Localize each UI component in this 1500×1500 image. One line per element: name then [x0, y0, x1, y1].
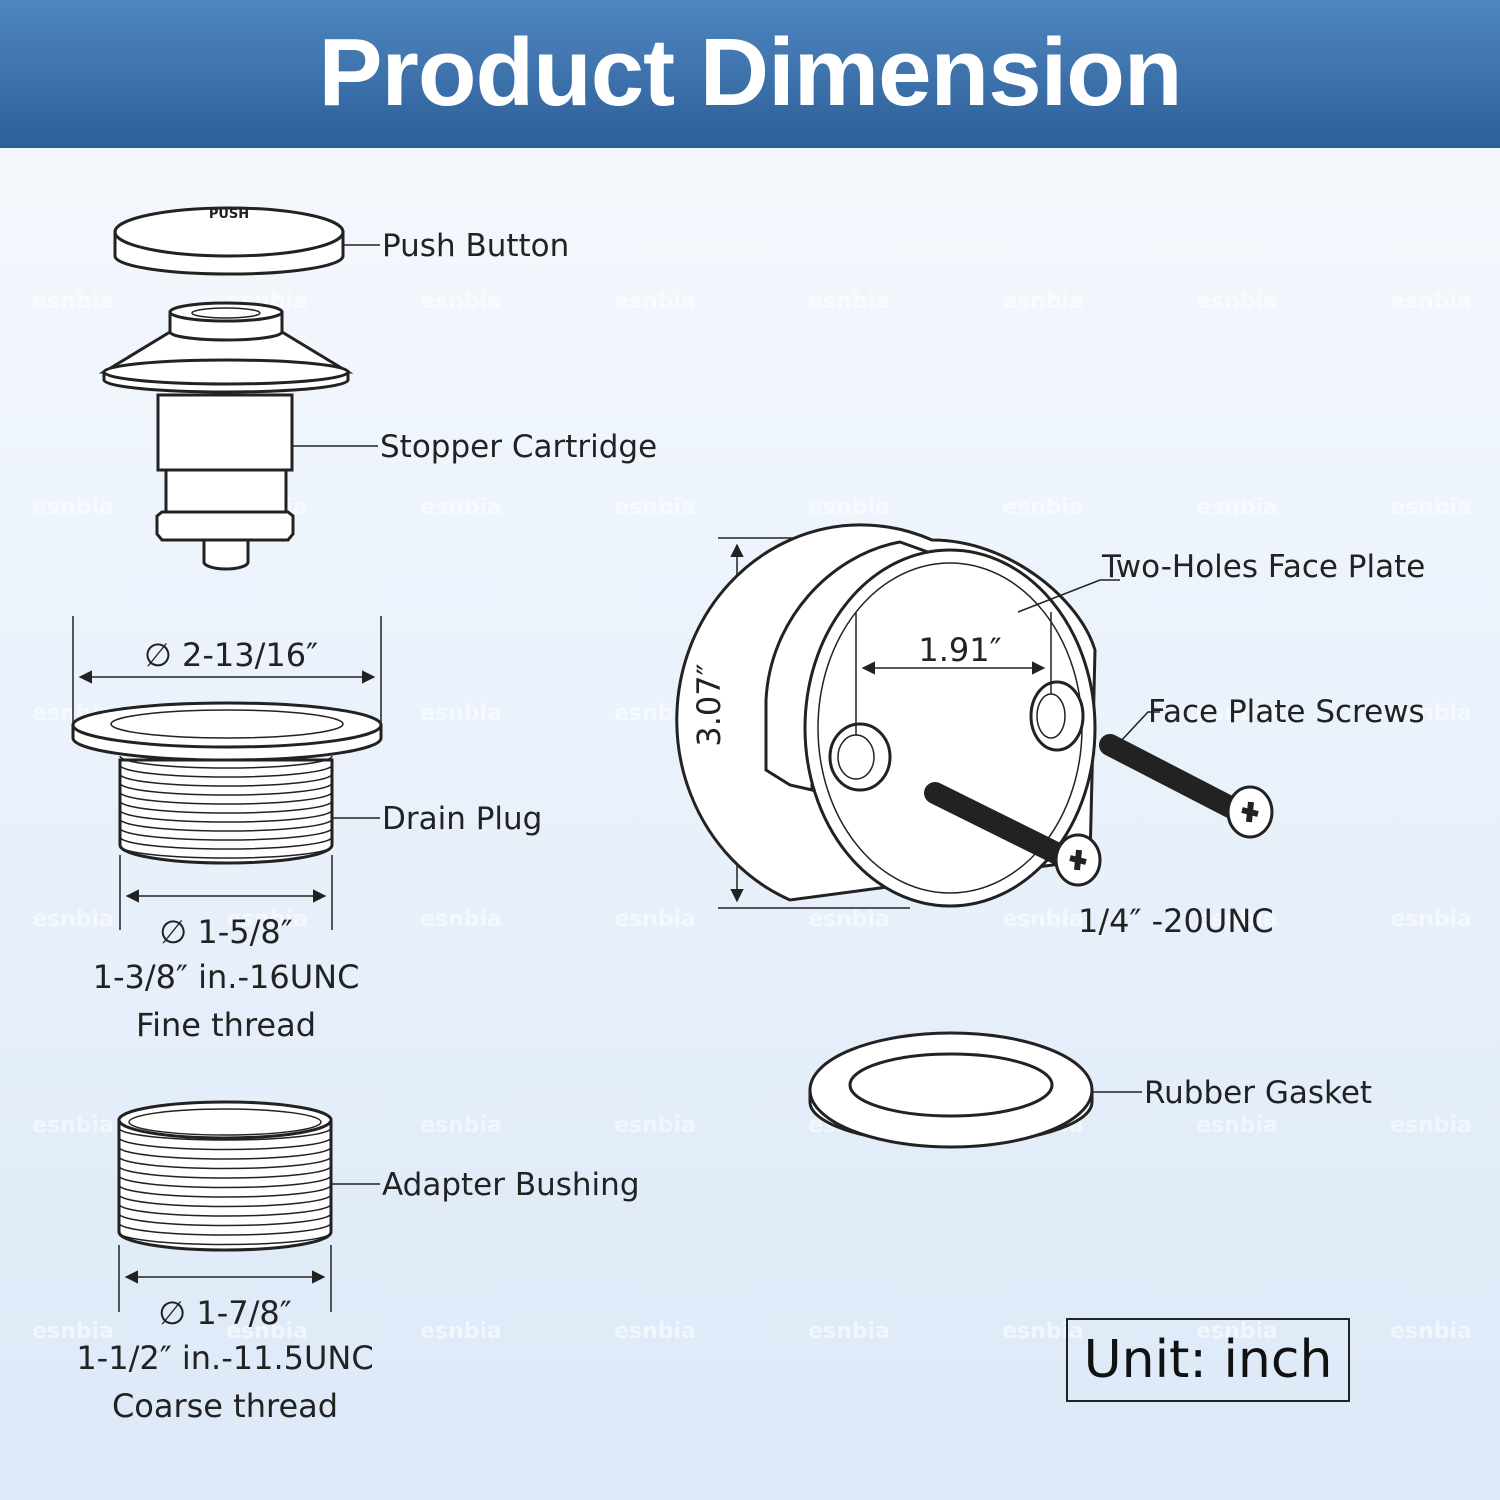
- drain-plug-thread-type: Fine thread: [136, 1006, 316, 1044]
- watermark-text: esnbia: [1002, 495, 1084, 520]
- screw-spec: 1/4″ -20UNC: [1078, 902, 1274, 940]
- watermark-text: esnbia: [32, 1113, 114, 1138]
- thread-ridge: [119, 800, 333, 814]
- rubber-gasket-label: Rubber Gasket: [1144, 1075, 1372, 1111]
- face-plate-height-dim: 3.07″: [690, 663, 728, 746]
- thread-ridge: [118, 1232, 332, 1246]
- stopper-cartridge-illustration: [98, 301, 354, 571]
- push-button-illustration: PUSH: [113, 206, 345, 276]
- watermark-text: esnbia: [226, 1319, 308, 1344]
- watermark-text: esnbia: [1196, 289, 1278, 314]
- thread-ridge: [119, 827, 333, 841]
- watermark-text: esnbia: [1196, 495, 1278, 520]
- watermark-text: esnbia: [420, 1113, 502, 1138]
- watermark-text: esnbia: [1390, 701, 1472, 726]
- bushing-dia: ∅ 1-7/8″: [158, 1294, 291, 1332]
- page-title: Product Dimension: [318, 19, 1182, 126]
- push-text: PUSH: [209, 207, 249, 222]
- watermark-text: esnbia: [1002, 1319, 1084, 1344]
- watermark-text: esnbia: [808, 495, 890, 520]
- watermark-text: esnbia: [420, 907, 502, 932]
- watermark-text: esnbia: [420, 495, 502, 520]
- thread-ridge: [119, 845, 333, 859]
- watermark-text: esnbia: [1390, 907, 1472, 932]
- watermark-text: esnbia: [1196, 1319, 1278, 1344]
- adapter-bushing-label: Adapter Bushing: [382, 1167, 640, 1203]
- watermark-text: esnbia: [226, 907, 308, 932]
- unit-box: Unit: inch: [1066, 1318, 1350, 1402]
- watermark-text: esnbia: [614, 289, 696, 314]
- watermark-text: esnbia: [1390, 1319, 1472, 1344]
- thread-ridge: [118, 1165, 332, 1179]
- watermark-text: esnbia: [32, 1319, 114, 1344]
- watermark-text: esnbia: [1196, 1113, 1278, 1138]
- thread-ridge: [118, 1222, 332, 1236]
- adapter-bushing-illustration: [117, 1100, 333, 1312]
- thread-ridge: [118, 1213, 332, 1227]
- drain-plug-flange-dim: ∅ 2-13/16″: [144, 636, 318, 674]
- watermark-text: esnbia: [1002, 289, 1084, 314]
- thread-ridge: [119, 755, 333, 769]
- drain-plug-thread-spec: 1-3/8″ in.-16UNC: [93, 958, 360, 996]
- face-plate-screw-2: [1099, 734, 1274, 839]
- thread-ridge: [118, 1194, 332, 1208]
- watermark-text: esnbia: [32, 495, 114, 520]
- face-plate-hole-spacing: 1.91″: [918, 631, 1001, 669]
- thread-ridge: [119, 764, 333, 778]
- thread-ridge: [119, 791, 333, 805]
- watermark-text: esnbia: [808, 1319, 890, 1344]
- watermark-text: esnbia: [614, 1319, 696, 1344]
- drain-plug-illustration: [71, 616, 383, 930]
- thread-ridge: [119, 818, 333, 832]
- thread-ridge: [118, 1137, 332, 1151]
- watermark-text: esnbia: [614, 495, 696, 520]
- thread-ridge: [119, 809, 333, 823]
- thread-ridge: [118, 1127, 332, 1141]
- push-button-label: Push Button: [382, 228, 569, 264]
- watermark-text: esnbia: [420, 289, 502, 314]
- drain-plug-thread-dia: ∅ 1-5/8″: [159, 913, 292, 951]
- watermark-text: esnbia: [808, 907, 890, 932]
- watermark-text: esnbia: [1196, 907, 1278, 932]
- watermark-text: esnbia: [614, 1113, 696, 1138]
- watermark-text: esnbia: [1002, 907, 1084, 932]
- drain-plug-label: Drain Plug: [382, 801, 542, 837]
- watermark-text: esnbia: [420, 701, 502, 726]
- face-plate-illustration: [675, 523, 1120, 909]
- header-banner: Product Dimension: [0, 0, 1500, 148]
- watermark-text: esnbia: [808, 289, 890, 314]
- thread-ridge: [119, 836, 333, 850]
- thread-ridge: [118, 1146, 332, 1160]
- bushing-thread-type: Coarse thread: [112, 1387, 338, 1425]
- watermark-text: esnbia: [1390, 495, 1472, 520]
- thread-ridge: [119, 782, 333, 796]
- watermark-text: esnbia: [32, 907, 114, 932]
- rubber-gasket-illustration: [808, 1031, 1094, 1149]
- face-plate-label: Two-Holes Face Plate: [1101, 549, 1425, 585]
- watermark-text: esnbia: [1196, 701, 1278, 726]
- watermark-text: esnbia: [1390, 289, 1472, 314]
- thread-ridge: [118, 1203, 332, 1217]
- watermark-text: esnbia: [614, 907, 696, 932]
- watermark-text: esnbia: [420, 1319, 502, 1344]
- face-plate-screw-1: [924, 782, 1102, 887]
- bushing-thread-spec: 1-1/2″ in.-11.5UNC: [76, 1339, 373, 1377]
- thread-ridge: [118, 1156, 332, 1170]
- thread-ridge: [119, 773, 333, 787]
- stopper-cartridge-label: Stopper Cartridge: [380, 429, 657, 465]
- watermark-text: esnbia: [1390, 1113, 1472, 1138]
- watermark-text: esnbia: [32, 289, 114, 314]
- thread-ridge: [118, 1184, 332, 1198]
- face-plate-screws-label: Face Plate Screws: [1148, 694, 1425, 730]
- thread-ridge: [118, 1175, 332, 1189]
